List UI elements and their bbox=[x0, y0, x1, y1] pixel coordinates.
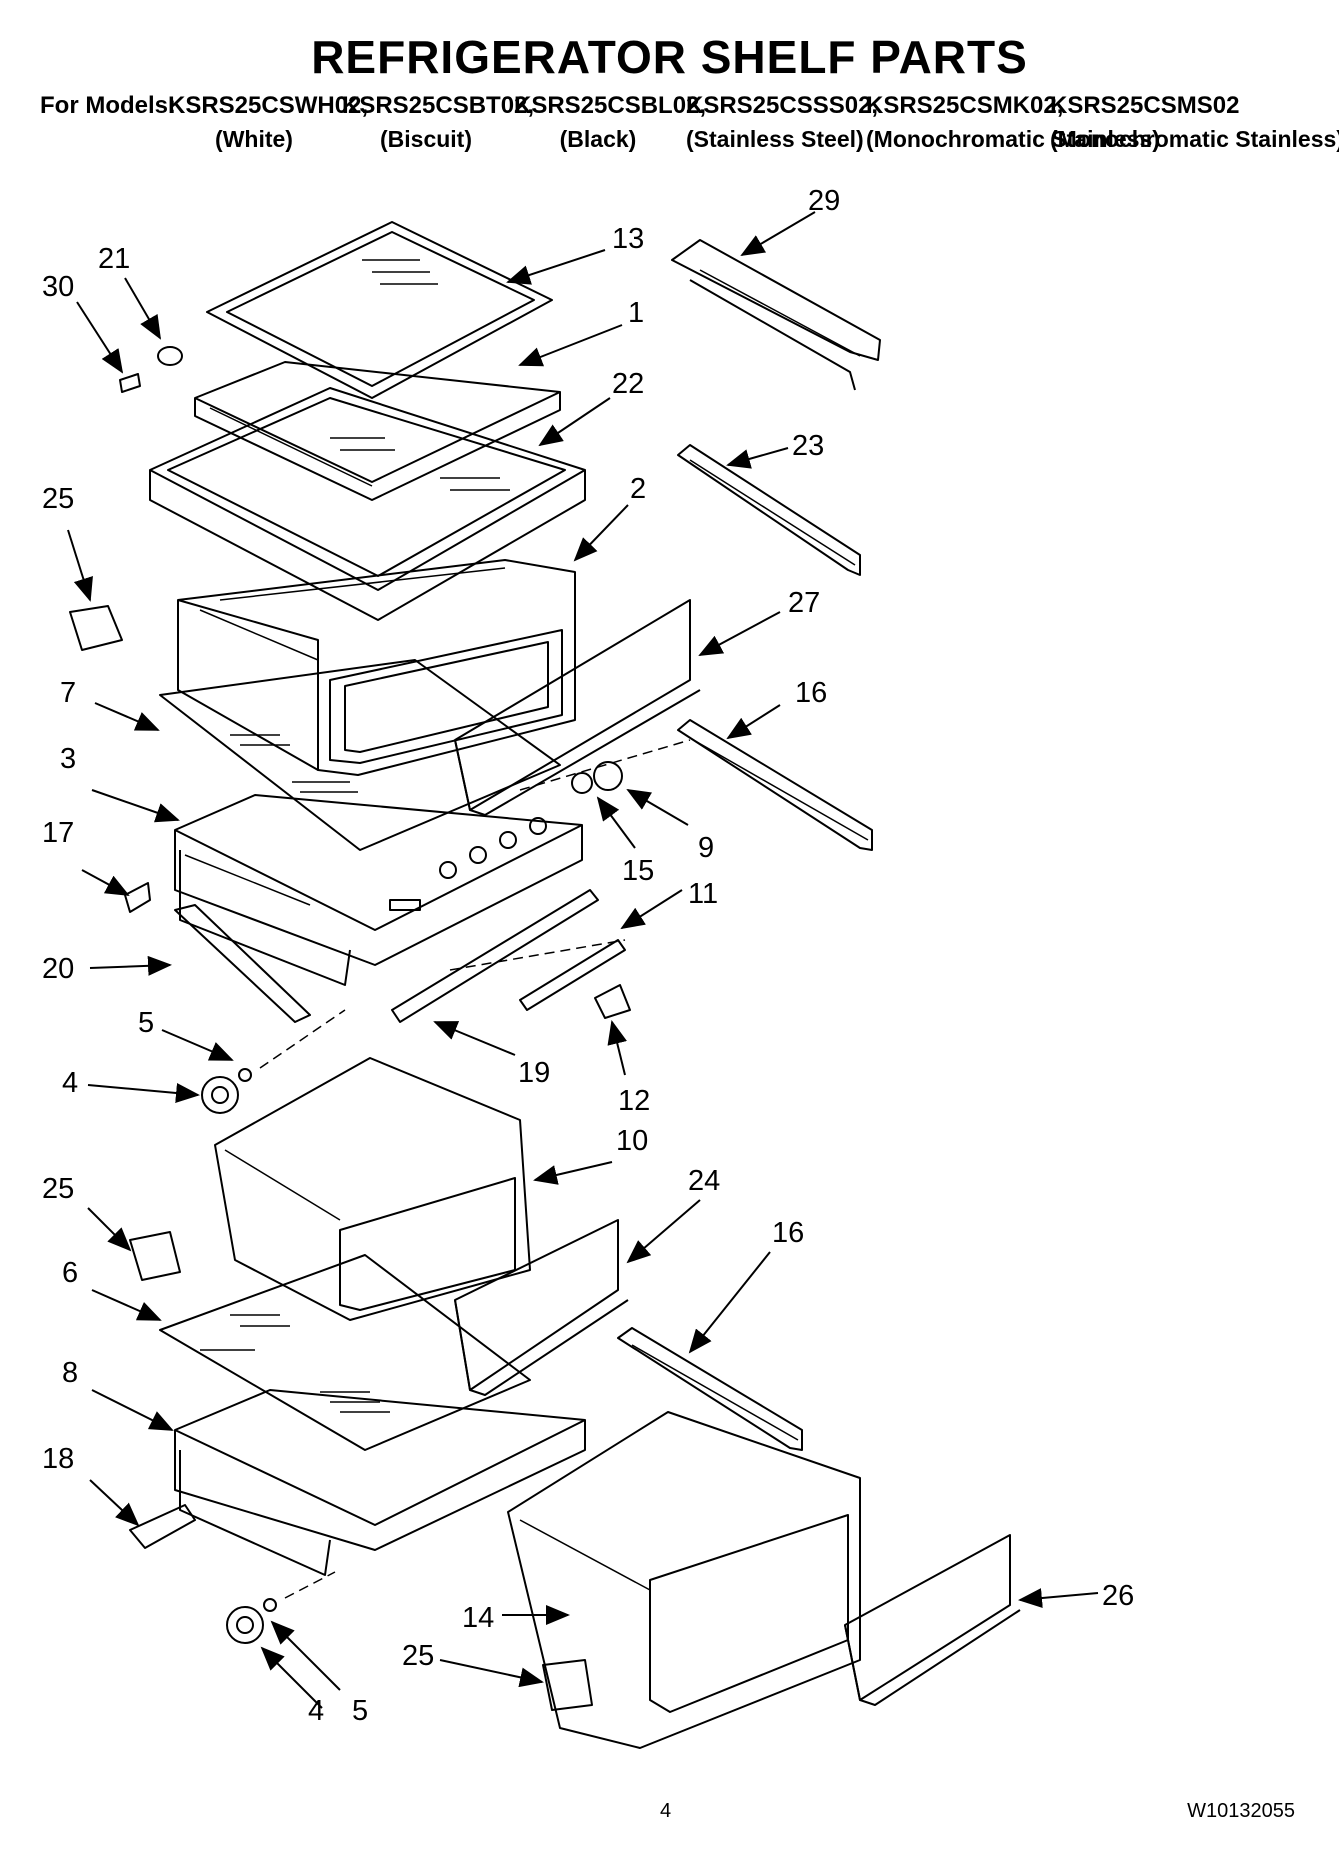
shelf-frame bbox=[194, 361, 561, 501]
callout-24: 24 bbox=[688, 1165, 720, 1197]
crisper-drawer-upper bbox=[177, 559, 576, 776]
page-number: 4 bbox=[660, 1800, 672, 1822]
callout-16-upper: 16 bbox=[795, 677, 827, 709]
callout-20: 20 bbox=[42, 953, 74, 985]
callout-6: 6 bbox=[62, 1257, 78, 1289]
model-color: (Biscuit) bbox=[380, 126, 472, 152]
callout-25-top: 25 bbox=[42, 483, 74, 515]
model-color: (Black) bbox=[559, 126, 637, 152]
glass-shelf-lower bbox=[149, 387, 586, 621]
callout-25-bottom: 25 bbox=[402, 1640, 434, 1672]
model-color: (White) bbox=[215, 126, 293, 152]
crisper-frame-upper bbox=[174, 794, 583, 986]
callout-3: 3 bbox=[60, 743, 76, 775]
end-cap-18 bbox=[129, 1504, 196, 1549]
model-number: KSRS25CSMK02, bbox=[866, 92, 1064, 119]
rail-bar-19 bbox=[391, 889, 599, 1023]
model-stainless-steel: KSRS25CSSS02, (Stainless Steel) bbox=[686, 92, 879, 155]
model-number: KSRS25CSBT02, bbox=[342, 92, 535, 119]
callout-23: 23 bbox=[792, 430, 824, 462]
model-number: KSRS25CSBL02, bbox=[514, 92, 707, 119]
models-prefix: For Models: bbox=[40, 92, 176, 119]
model-white: KSRS25CSWH02, (White) bbox=[168, 92, 369, 155]
callout-5-upper: 5 bbox=[138, 1007, 154, 1039]
slide-rail-16-lower bbox=[617, 1327, 803, 1451]
bin-clip-25-middle bbox=[129, 1231, 181, 1281]
callout-13: 13 bbox=[612, 223, 644, 255]
slide-rail-16-upper bbox=[677, 719, 873, 851]
callout-14: 14 bbox=[462, 1602, 494, 1634]
roller-assembly bbox=[519, 739, 691, 794]
callout-19: 19 bbox=[518, 1057, 550, 1089]
crisper-drawer-lower bbox=[214, 1057, 531, 1321]
model-black: KSRS25CSBL02, (Black) bbox=[514, 92, 707, 155]
model-number: KSRS25CSSS02, bbox=[686, 92, 879, 119]
callout-12: 12 bbox=[618, 1085, 650, 1117]
freezer-basket bbox=[507, 1411, 861, 1749]
callout-26: 26 bbox=[1102, 1580, 1134, 1612]
model-monochromatic-mk: KSRS25CSMK02, (Monochromatic Stainless) bbox=[866, 92, 1160, 155]
glass-shelf-top bbox=[206, 221, 553, 399]
callout-4-lower: 4 bbox=[308, 1695, 324, 1727]
callout-25-middle: 25 bbox=[42, 1173, 74, 1205]
model-number: KSRS25CSWH02, bbox=[168, 92, 369, 119]
callout-16-lower: 16 bbox=[772, 1217, 804, 1249]
leader-arrows bbox=[67, 211, 1099, 1709]
bin-clip-25-bottom bbox=[542, 1659, 593, 1711]
model-number: KSRS25CSMS02 bbox=[1050, 92, 1240, 119]
drawer-front-lower bbox=[454, 1219, 629, 1396]
callout-30: 30 bbox=[42, 271, 74, 303]
callout-7: 7 bbox=[60, 677, 76, 709]
model-biscuit: KSRS25CSBT02, (Biscuit) bbox=[342, 92, 535, 155]
callout-18: 18 bbox=[42, 1443, 74, 1475]
callout-labels: 29 21 13 30 1 22 23 25 2 27 7 16 3 9 15 … bbox=[42, 185, 1134, 1727]
callout-17: 17 bbox=[42, 817, 74, 849]
end-cap-17 bbox=[124, 882, 151, 913]
callout-9: 9 bbox=[698, 832, 714, 864]
bin-clip-25-top bbox=[69, 605, 123, 651]
slide-rail-23 bbox=[677, 444, 861, 576]
callout-15: 15 bbox=[622, 855, 654, 887]
callout-4-upper: 4 bbox=[62, 1067, 78, 1099]
wheel-upper bbox=[201, 1009, 346, 1114]
model-color: (Stainless Steel) bbox=[686, 126, 864, 152]
clip-12 bbox=[594, 984, 631, 1019]
callout-21: 21 bbox=[98, 243, 130, 275]
crisper-frame-lower bbox=[174, 1389, 586, 1576]
drawer-front-bottom bbox=[844, 1534, 1021, 1706]
callout-10: 10 bbox=[616, 1125, 648, 1157]
crisper-cover-glass-upper bbox=[159, 659, 561, 851]
page-title: REFRIGERATOR SHELF PARTS bbox=[311, 31, 1028, 83]
callout-29: 29 bbox=[808, 185, 840, 217]
callout-5-lower: 5 bbox=[352, 1695, 368, 1727]
wheel-lower bbox=[226, 1571, 336, 1644]
bracket-11 bbox=[449, 939, 626, 1011]
slide-rail-29 bbox=[671, 239, 881, 391]
callout-22: 22 bbox=[612, 368, 644, 400]
callout-27: 27 bbox=[788, 587, 820, 619]
hardware-21-30 bbox=[119, 346, 183, 393]
callout-1: 1 bbox=[628, 297, 644, 329]
shelf-trim-20 bbox=[174, 904, 311, 1023]
crisper-cover-glass-lower bbox=[159, 1254, 531, 1451]
drawer-front-upper bbox=[454, 599, 701, 816]
callout-2: 2 bbox=[630, 473, 646, 505]
document-number: W10132055 bbox=[1187, 1800, 1295, 1822]
callout-11: 11 bbox=[688, 878, 718, 910]
callout-8: 8 bbox=[62, 1357, 78, 1389]
